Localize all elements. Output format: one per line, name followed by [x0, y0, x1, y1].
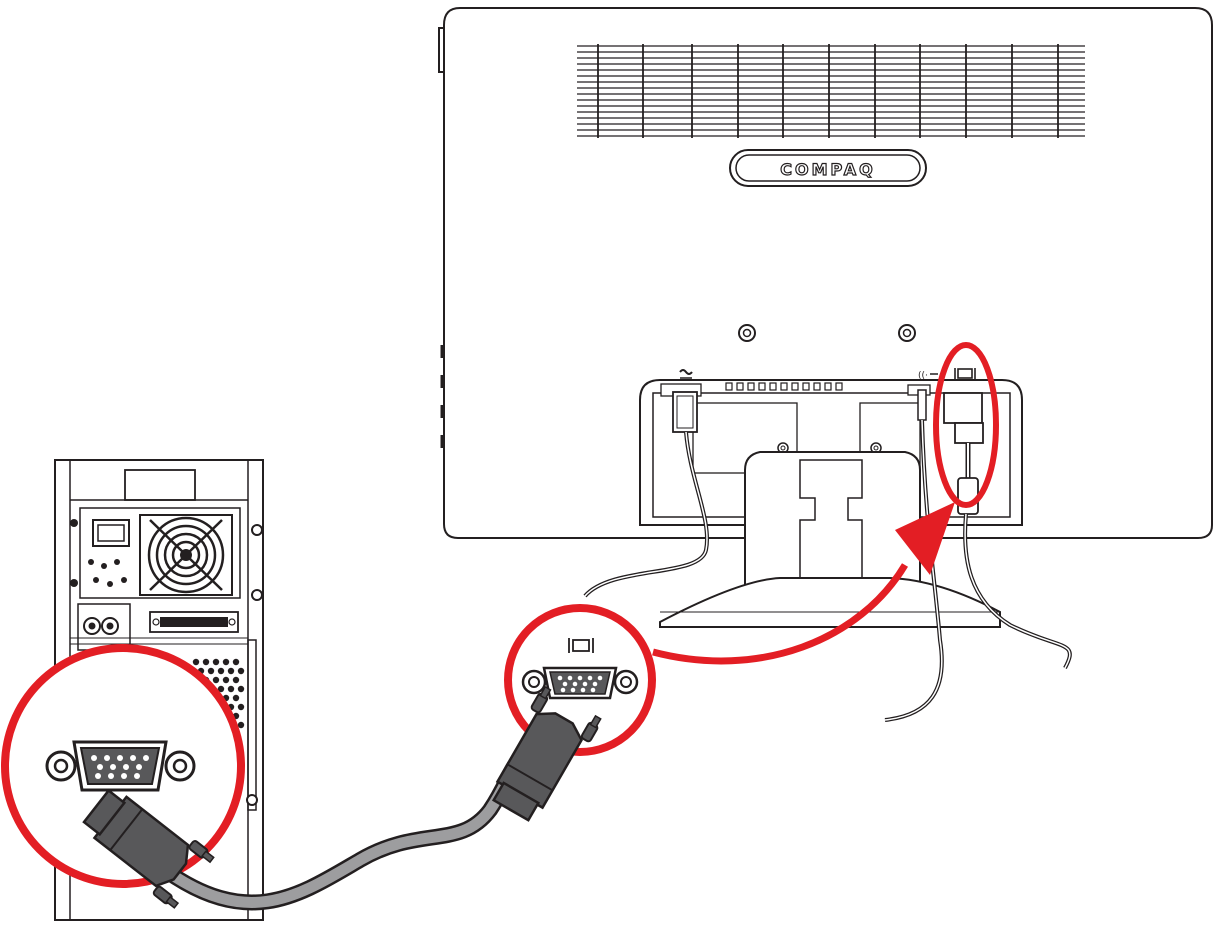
- monitor-stand: [659, 451, 1001, 628]
- svg-text:((·: ((·: [918, 371, 928, 381]
- vga-plug-computer-end: [82, 788, 215, 909]
- compaq-logo-text: COMPAQ: [780, 160, 876, 179]
- audio-jack-icon: [83, 617, 119, 635]
- compaq-logo-badge: COMPAQ: [729, 149, 927, 187]
- monitor-vent-grille: [577, 44, 1085, 138]
- monitor-power-cable: [583, 391, 709, 598]
- psu-fan-icon: [139, 514, 233, 596]
- monitor-audio-cable: [884, 389, 944, 722]
- connection-arrow: [652, 502, 955, 665]
- mount-screw: [738, 324, 756, 342]
- power-symbol-icon: [679, 369, 693, 379]
- vga-port-icon: [45, 740, 196, 792]
- vga-symbol-icon: [954, 368, 976, 379]
- mount-screw: [898, 324, 916, 342]
- monitor-rear: COMPAQ ((·: [438, 7, 1213, 722]
- vga-symbol-icon: [568, 638, 594, 653]
- monitor-vga-port-highlight: [933, 342, 999, 508]
- vga-plug-monitor-end: [491, 685, 602, 822]
- audio-symbol-icon: ((·: [918, 371, 938, 381]
- computer-vga-port-callout: [1, 644, 245, 888]
- power-supply: [70, 507, 263, 601]
